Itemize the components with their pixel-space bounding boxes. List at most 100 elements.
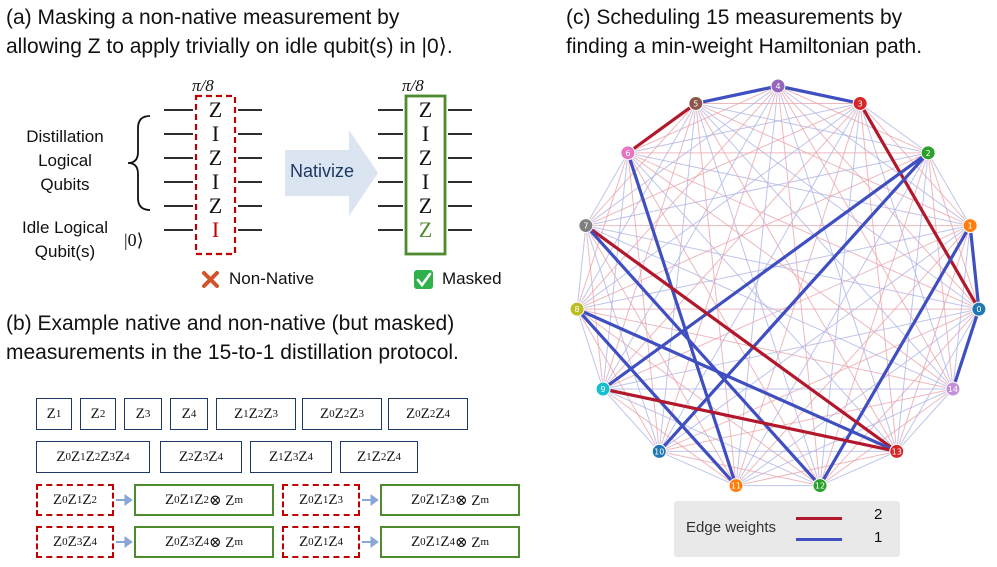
graph-node-label: 5 xyxy=(693,99,698,108)
graph-edge xyxy=(585,225,660,452)
pauli-operator: Z xyxy=(418,193,433,218)
graph-edge xyxy=(777,85,971,226)
graph-edge xyxy=(896,308,980,452)
graph-edge xyxy=(576,225,587,310)
graph-node-label: 8 xyxy=(575,305,580,314)
path-edge xyxy=(602,387,898,453)
graph-node xyxy=(889,443,905,459)
path-edge xyxy=(777,84,861,106)
graph-edge xyxy=(735,225,971,486)
graph-edge xyxy=(585,225,604,390)
path-edge xyxy=(576,307,898,453)
pauli-operator: Z xyxy=(208,97,223,122)
graph-edge xyxy=(952,225,971,390)
graph-node xyxy=(620,145,636,161)
arrow-head-icon xyxy=(124,536,133,548)
graph-edge xyxy=(585,225,737,486)
graph-edge xyxy=(602,388,737,486)
path-edge xyxy=(818,224,972,487)
panel-b-arrows xyxy=(116,494,379,548)
left-wires xyxy=(164,109,262,231)
graph-edge xyxy=(576,308,660,452)
graph-edge xyxy=(576,103,697,310)
graph-edge xyxy=(602,85,779,390)
right-wires xyxy=(378,109,472,231)
path-edge xyxy=(602,151,930,391)
angle-label-left: π/8 xyxy=(192,76,214,95)
graph-edge xyxy=(695,103,898,452)
graph-node xyxy=(578,218,594,234)
nativize-arrow xyxy=(285,130,378,216)
graph-edge xyxy=(602,103,697,390)
graph-edge xyxy=(896,152,929,452)
graph-edge xyxy=(659,450,737,487)
graph-edge xyxy=(896,225,971,452)
legend-title: Edge weights xyxy=(686,519,777,536)
graph-edge xyxy=(602,388,660,452)
path-edge xyxy=(575,308,738,487)
graph-edge xyxy=(927,152,980,310)
graph-node xyxy=(728,478,744,494)
path-edge xyxy=(695,84,779,106)
pauli-operator: Z xyxy=(418,145,433,170)
graph-edge xyxy=(777,85,821,486)
graph-edge xyxy=(585,152,929,227)
graph-edge xyxy=(819,388,954,486)
graph-edge xyxy=(659,388,954,452)
non-native-box xyxy=(194,94,237,256)
graph-node-label: 1 xyxy=(968,222,973,231)
masked-box xyxy=(404,94,447,256)
graph-node-label: 10 xyxy=(654,447,664,456)
check-icon xyxy=(414,270,433,289)
graph-edge xyxy=(777,85,980,310)
graph-node-label: 0 xyxy=(976,305,981,314)
graph-edge xyxy=(659,308,980,452)
pauli-operator: I xyxy=(211,169,220,194)
graph-node-label: 3 xyxy=(858,99,863,108)
graph-node-label: 7 xyxy=(583,222,588,231)
graph-edge xyxy=(695,102,929,154)
graph-edge xyxy=(859,103,971,226)
legend-swatch-weight-1 xyxy=(796,538,842,541)
pauli-operator: I xyxy=(421,169,430,194)
distill-line: Qubits xyxy=(40,175,90,194)
panel-a-caption-line1: (a) Masking a non-native measurement by xyxy=(6,6,400,29)
graph-node-label: 6 xyxy=(625,149,630,158)
path-edge xyxy=(658,151,930,453)
graph-edge xyxy=(735,308,980,486)
graph-edge xyxy=(627,152,898,452)
graph-edge xyxy=(627,152,980,310)
pauli-operator: I xyxy=(211,217,220,242)
graph-node xyxy=(945,381,961,397)
graph-node-label: 12 xyxy=(815,482,825,491)
graph-edge xyxy=(896,388,954,452)
panel-b-caption-line1: (b) Example native and non-native (but m… xyxy=(6,312,455,335)
pauli-operator: Z xyxy=(208,193,223,218)
graph-node xyxy=(651,443,667,459)
path-edge xyxy=(626,102,697,155)
ket-zero: |0⟩ xyxy=(124,230,144,250)
graph-edge xyxy=(585,103,697,226)
graph-edge xyxy=(627,152,821,486)
graph-edge xyxy=(819,152,929,486)
graph-edge xyxy=(695,103,954,390)
graph-edge xyxy=(627,85,779,154)
graph-edge xyxy=(602,308,979,390)
distill-line: Logical xyxy=(38,151,92,170)
graph-edge xyxy=(659,450,821,487)
panel-c-caption-line1: (c) Scheduling 15 measurements by xyxy=(566,6,903,29)
panel-b-caption-line2: measurements in the 15-to-1 distillation… xyxy=(6,341,459,364)
brace-icon xyxy=(127,115,151,211)
legend-swatch-weight-2 xyxy=(796,517,842,520)
graph-node xyxy=(770,78,786,94)
distill-line: Distillation xyxy=(26,127,104,146)
graph-node xyxy=(595,381,611,397)
